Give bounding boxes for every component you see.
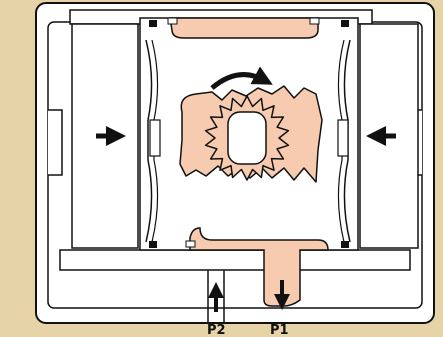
pin-bl xyxy=(149,241,157,248)
left-vane-slot xyxy=(150,120,160,156)
pin-tm1 xyxy=(168,18,177,24)
port-label-p1: P1 xyxy=(270,323,289,337)
gear-hub xyxy=(228,112,266,164)
pin-br xyxy=(341,241,349,248)
pin-tm2 xyxy=(310,18,319,24)
pin-tl xyxy=(149,20,157,27)
pin-tr xyxy=(341,20,349,27)
port-label-p2: P2 xyxy=(207,323,226,337)
pin-bm1 xyxy=(186,241,195,247)
right-vane-slot xyxy=(338,120,348,156)
fluid-top xyxy=(170,18,318,38)
left-notch xyxy=(48,110,62,175)
bottom-channel xyxy=(60,250,410,270)
